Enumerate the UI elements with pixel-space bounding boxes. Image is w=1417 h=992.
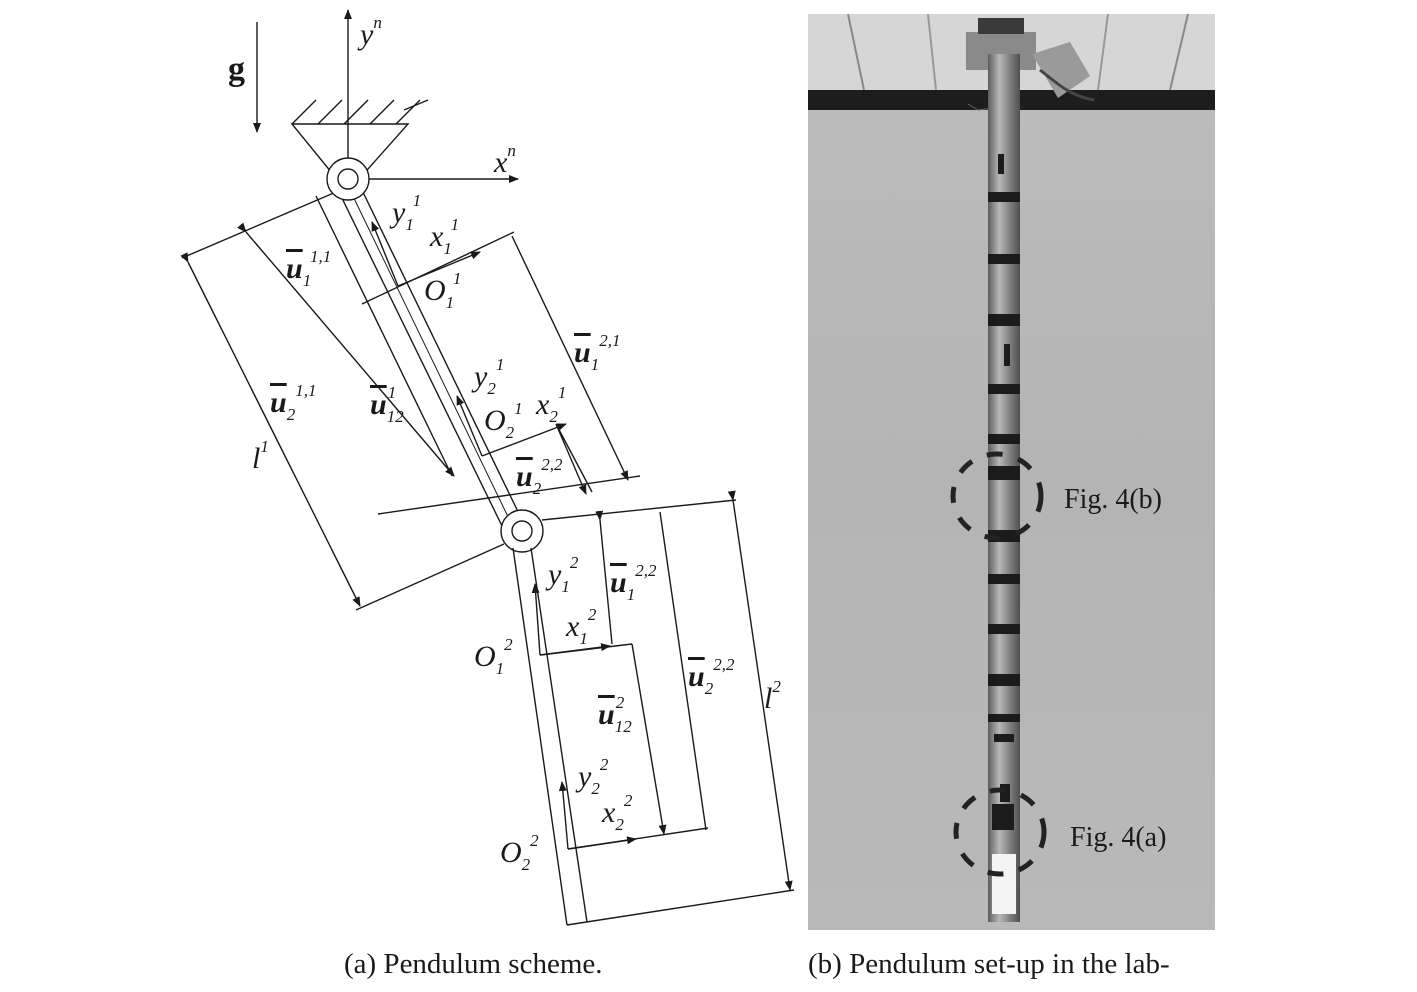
- baseline-O21: [555, 423, 593, 493]
- label-u12-2: u122: [598, 693, 632, 736]
- label-y11: y11: [389, 191, 421, 234]
- dim-l2: [727, 490, 793, 891]
- dim-u1-11: [315, 195, 453, 477]
- baseline-bottom-2: [566, 889, 795, 926]
- callout-circle-a: [953, 787, 1047, 877]
- label-l1: l1: [252, 437, 269, 475]
- callout-label-b: Fig. 4(b): [1064, 484, 1162, 515]
- dim-u2-11: [237, 222, 455, 477]
- label-x12: x12: [565, 605, 597, 648]
- label-u1-21: u12,1: [574, 331, 620, 374]
- label-x11: x11: [429, 215, 459, 258]
- pendulum-photo: Fig. 4(b) Fig. 4(a): [808, 14, 1215, 930]
- label-u2-11: u21,1: [270, 381, 316, 424]
- axis-y11: [371, 221, 399, 287]
- label-u12-1: u121: [370, 383, 404, 426]
- callout-circle-b: [950, 451, 1044, 541]
- rod-tape-marks: [988, 154, 1020, 830]
- dim-u1-21: [511, 235, 629, 481]
- dim-u12-2: [631, 643, 667, 835]
- dim-u1-22: [595, 510, 613, 645]
- gravity-label: g: [228, 51, 245, 88]
- label-y21: y21: [471, 355, 504, 398]
- caption-a: (a) Pendulum scheme.: [344, 948, 603, 980]
- baseline-top-2: [541, 499, 737, 521]
- axis-x22: [567, 836, 637, 850]
- label-O11: O11: [424, 269, 461, 312]
- axis-x12: [539, 643, 611, 656]
- callout-label-a: Fig. 4(a): [1070, 822, 1166, 853]
- label-O21: O21: [484, 399, 523, 442]
- label-u1-11: u11,1: [286, 247, 331, 290]
- label-xn: xn: [493, 141, 516, 179]
- dim-l1: [180, 252, 361, 607]
- label-u1-22: u12,2: [610, 561, 657, 604]
- dim-u2-22a: [555, 423, 587, 495]
- axis-x21: [481, 423, 567, 457]
- label-l2: l2: [764, 677, 781, 715]
- label-y22: y22: [575, 755, 609, 798]
- label-O22: O22: [500, 831, 539, 874]
- label-y12: y12: [545, 553, 579, 596]
- label-u2-22a: u22,2: [516, 455, 563, 498]
- link-2: [512, 547, 588, 926]
- pendulum-scheme: g yn xn y11 x11 O11 u11,1 u21,1 u121 u12…: [180, 9, 795, 926]
- label-u2-22b: u22,2: [688, 655, 735, 698]
- axis-y21: [456, 395, 483, 457]
- baseline-l1-bottom: [355, 543, 505, 611]
- baseline-bottom-1: [377, 475, 641, 515]
- label-x21: x21: [535, 383, 566, 426]
- label-O12: O12: [474, 635, 513, 678]
- label-yn: yn: [357, 13, 382, 51]
- label-x22: x22: [601, 791, 633, 834]
- ground-hatch: [291, 99, 429, 125]
- axis-y22: [558, 781, 569, 850]
- dim-u2-22b: [659, 511, 707, 831]
- caption-b: (b) Pendulum set-up in the lab-: [808, 948, 1170, 980]
- axis-y12: [531, 583, 541, 656]
